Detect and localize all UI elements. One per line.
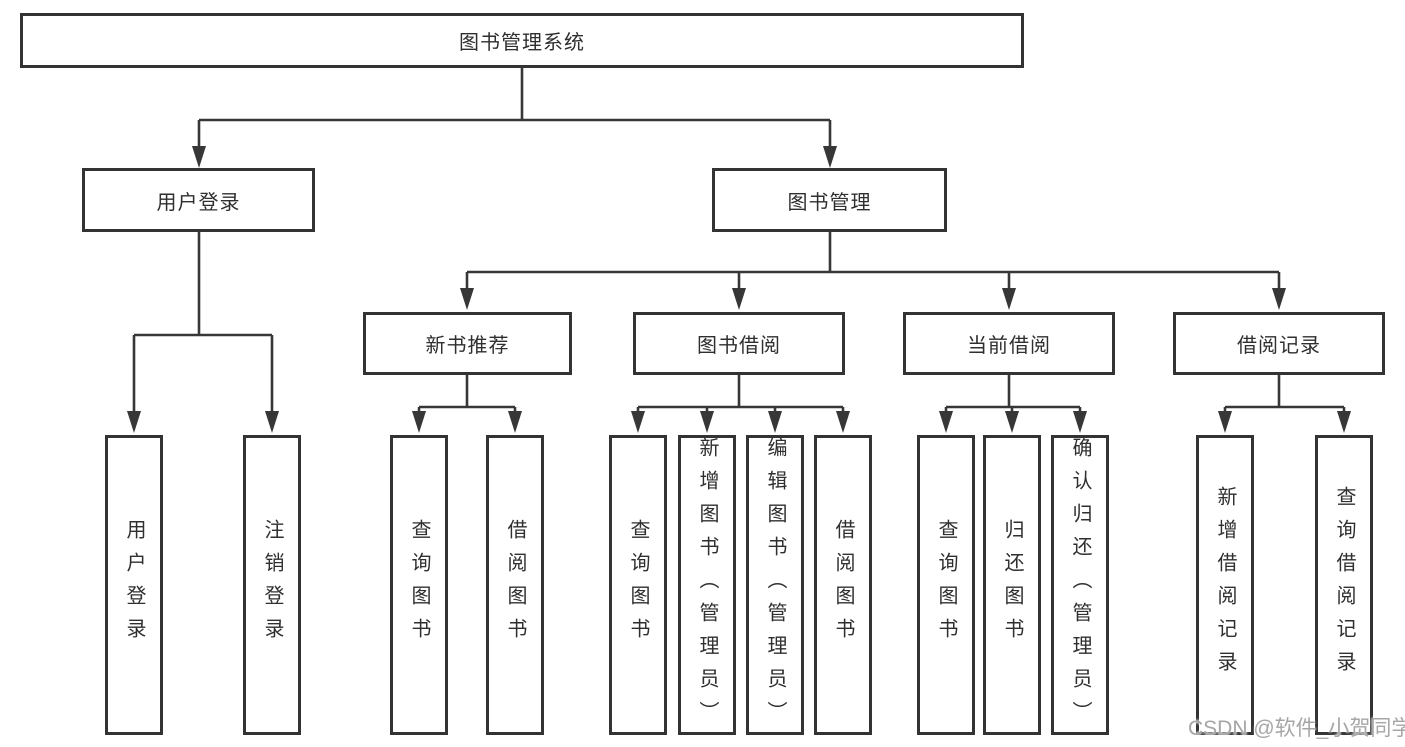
leaf-return-books-label: 归还图书 xyxy=(1001,519,1023,651)
connector-root-to-level2 xyxy=(192,68,837,168)
leaf-logout-label: 注销登录 xyxy=(261,519,283,651)
leaf-edit-books-admin-label: 编辑图书（管理员） xyxy=(764,436,786,734)
connector-current-borrow-to-leaves xyxy=(939,375,1087,433)
leaf-return-books: 归还图书 xyxy=(983,435,1041,735)
leaf-query-books-recommend: 查询图书 xyxy=(390,435,448,735)
node-current-borrowing-label: 当前借阅 xyxy=(967,335,1051,357)
node-current-borrowing: 当前借阅 xyxy=(903,312,1115,375)
leaf-query-books-current-label: 查询图书 xyxy=(935,519,957,651)
leaf-borrow-books-recommend: 借阅图书 xyxy=(486,435,544,735)
leaf-borrow-books-recommend-label: 借阅图书 xyxy=(504,519,526,651)
leaf-user-login: 用户登录 xyxy=(105,435,163,735)
node-user-login-label: 用户登录 xyxy=(156,191,241,214)
leaf-add-books-admin-label: 新增图书（管理员） xyxy=(696,436,718,734)
root-node-library-system: 图书管理系统 xyxy=(20,13,1024,68)
node-new-book-recommendation: 新书推荐 xyxy=(363,312,572,375)
leaf-query-books-recommend-label: 查询图书 xyxy=(408,519,430,651)
leaf-borrow-books: 借阅图书 xyxy=(814,435,872,735)
leaf-user-login-label: 用户登录 xyxy=(123,519,145,651)
csdn-watermark: CSDN @软件_小贺同学 xyxy=(1188,717,1405,740)
node-new-book-recommendation-label: 新书推荐 xyxy=(425,335,510,357)
connector-new-book-to-leaves xyxy=(412,375,522,433)
connector-book-borrow-to-leaves xyxy=(631,375,850,433)
leaf-query-books-current: 查询图书 xyxy=(917,435,975,735)
leaf-add-borrow-record: 新增借阅记录 xyxy=(1196,435,1254,735)
node-borrowing-records: 借阅记录 xyxy=(1173,312,1385,375)
leaf-query-books-borrow-label: 查询图书 xyxy=(627,519,649,651)
connector-borrow-records-to-leaves xyxy=(1218,375,1351,433)
leaf-add-books-admin: 新增图书（管理员） xyxy=(678,435,736,735)
connector-book-management-to-level3 xyxy=(460,232,1286,310)
node-user-login: 用户登录 xyxy=(82,168,315,232)
leaf-add-borrow-record-label: 新增借阅记录 xyxy=(1214,486,1236,684)
node-borrowing-records-label: 借阅记录 xyxy=(1237,335,1321,357)
leaf-borrow-books-label: 借阅图书 xyxy=(832,519,854,651)
leaf-logout: 注销登录 xyxy=(243,435,301,735)
node-book-management: 图书管理 xyxy=(712,168,947,232)
node-book-borrowing: 图书借阅 xyxy=(633,312,845,375)
leaf-query-borrow-record: 查询借阅记录 xyxy=(1315,435,1373,735)
node-book-borrowing-label: 图书借阅 xyxy=(697,335,781,357)
leaf-edit-books-admin: 编辑图书（管理员） xyxy=(746,435,804,735)
connector-user-login-to-leaves xyxy=(127,232,279,433)
leaf-query-books-borrow: 查询图书 xyxy=(609,435,667,735)
leaf-confirm-return-admin-label: 确认归还（管理员） xyxy=(1069,436,1091,734)
leaf-query-borrow-record-label: 查询借阅记录 xyxy=(1333,486,1355,684)
root-node-label: 图书管理系统 xyxy=(459,32,585,54)
leaf-confirm-return-admin: 确认归还（管理员） xyxy=(1051,435,1109,735)
node-book-management-label: 图书管理 xyxy=(787,191,872,214)
